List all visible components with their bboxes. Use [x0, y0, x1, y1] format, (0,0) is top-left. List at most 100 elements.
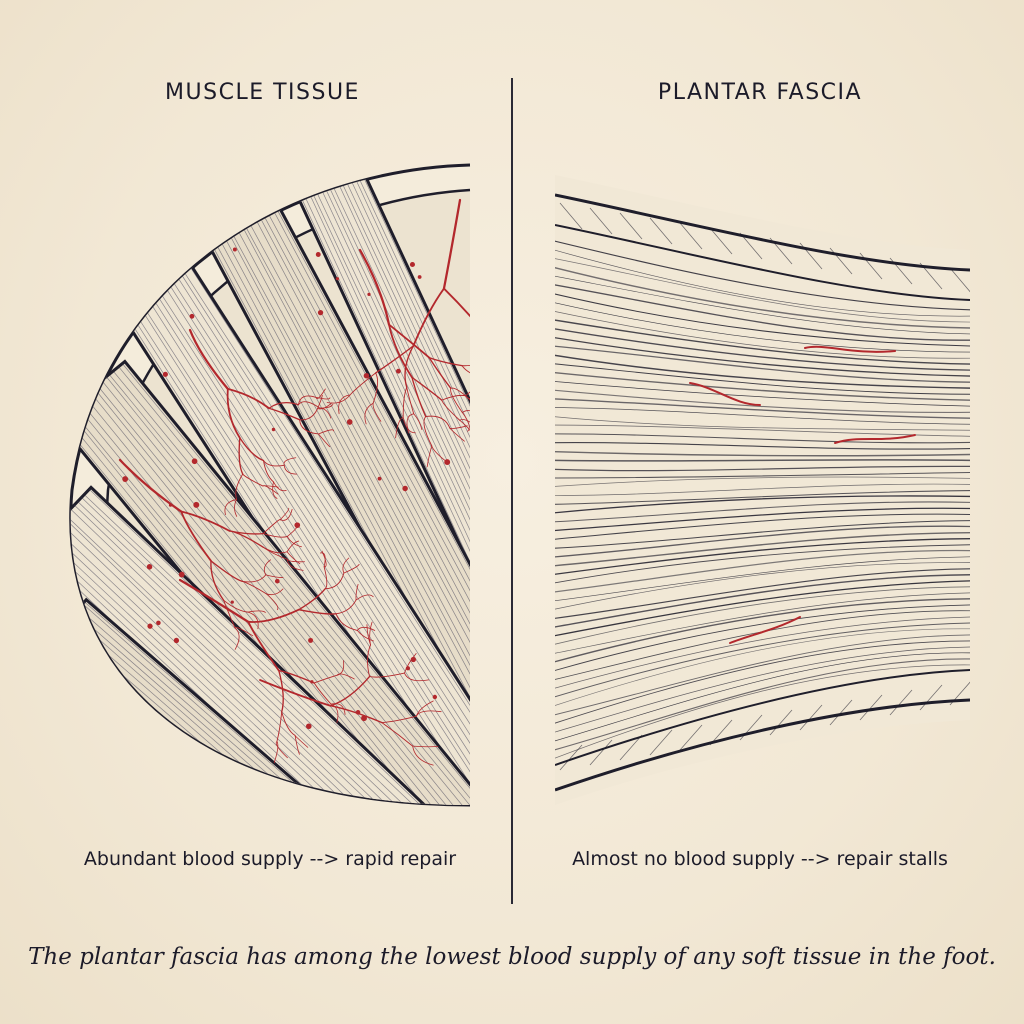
blood-vessel-branch: [279, 507, 290, 521]
blood-vessel-branch: [395, 417, 404, 439]
blood-vessel-branch: [356, 626, 376, 631]
blood-vessel-branch: [242, 473, 264, 487]
fascia-fiber-line: [555, 442, 970, 450]
blood-vessel-branch: [262, 533, 288, 538]
muscle-fiber-line: [104, 375, 470, 805]
sparse-blood-vessel: [729, 616, 801, 644]
blood-vessel-branch: [441, 394, 467, 401]
fascia-fiber-line: [555, 586, 970, 646]
blood-vessel-branch: [263, 460, 285, 467]
muscle-fiber-line: [227, 198, 470, 784]
blood-vessel-branch: [367, 644, 371, 678]
fascia-fiber-line: [555, 353, 970, 389]
capillary-dot: [180, 739, 185, 743]
blood-vessel-branch: [268, 401, 300, 409]
blood-vessel-branch: [315, 388, 326, 400]
plantar-fascia-title: PLANTAR FASCIA: [657, 80, 863, 105]
capillary-dot: [402, 485, 408, 492]
blood-vessel-branch: [298, 609, 337, 615]
fascia-fiber-line: [555, 310, 970, 359]
blood-vessel-branch: [411, 376, 427, 418]
capillary-dot: [361, 715, 367, 722]
capillary-dot: [405, 666, 411, 671]
muscle-fiber-line: [299, 165, 470, 727]
blood-vessel-branch: [247, 611, 259, 630]
blood-vessel-branch: [226, 388, 270, 410]
capillary-dot: [274, 578, 280, 584]
muscle-fiber-line: [287, 165, 470, 733]
fascia-fiber-line: [555, 574, 970, 629]
blood-vessel-branch: [247, 610, 266, 613]
blood-vessel-branch: [294, 734, 309, 748]
muscle-fiber-line: [214, 206, 470, 791]
muscle-tissue-title: MUSCLE TISSUE: [165, 80, 360, 105]
hatch-line: [769, 237, 793, 265]
fascia-fiber-line: [555, 658, 970, 752]
blood-vessel-branch: [329, 705, 383, 724]
fascia-fiber-line: [555, 274, 970, 335]
fascia-fiber-line: [555, 362, 970, 395]
fascia-fiber-line: [555, 415, 970, 431]
blood-vessel-branch: [366, 624, 371, 646]
blood-vessel-branch: [180, 510, 231, 532]
blood-vessel-branch: [297, 395, 317, 406]
blood-vessel-branch: [364, 402, 374, 425]
blood-vessel-branch: [355, 583, 359, 601]
capillary-dot: [178, 571, 185, 578]
muscle-fiber-line: [307, 165, 470, 721]
muscle-fiber-line: [70, 515, 470, 805]
fascia-fiber-line: [555, 549, 970, 594]
hatch-line: [889, 257, 913, 285]
blood-vessel-branch: [330, 703, 346, 715]
fascia-fiber-line: [555, 513, 970, 541]
muscle-fiber-line: [253, 187, 470, 767]
capillary-dot: [191, 458, 198, 465]
muscle-fiber-line: [70, 515, 470, 805]
blood-vessel-branch: [263, 460, 274, 483]
muscle-fiber-line: [160, 271, 470, 805]
blood-vessel-branch: [415, 700, 434, 717]
fascia-top-border: [555, 193, 970, 272]
muscle-fiber-line: [70, 536, 467, 805]
fascia-fiber-line: [555, 459, 970, 462]
blood-vessel-branch: [431, 445, 446, 461]
blood-vessel-branch: [355, 594, 374, 601]
blood-vessel-branch: [335, 613, 358, 631]
blood-vessel-branch: [342, 557, 350, 574]
blood-vessel-branch: [223, 599, 236, 629]
muscle-fiber-line: [295, 165, 470, 725]
blood-vessel-branch: [298, 588, 326, 611]
fascia-fiber-line: [555, 327, 970, 371]
muscle-fiber-line: [70, 520, 470, 805]
blood-vessel-branch: [406, 413, 415, 434]
fascia-fiber-line: [555, 318, 970, 365]
blood-vessel-branch: [241, 574, 267, 583]
fascia-fiber-line: [555, 520, 970, 549]
sparse-blood-vessel: [689, 382, 761, 406]
blood-vessel-branch: [449, 425, 468, 429]
muscle-fiber-line: [84, 601, 465, 805]
capillary-dot: [308, 637, 314, 643]
muscle-fiber-line: [291, 165, 470, 728]
blood-vessel-branch: [450, 387, 470, 402]
muscle-fiber-line: [165, 270, 470, 805]
blood-vessel-branch: [324, 572, 345, 590]
blood-vessel-branch: [465, 385, 470, 397]
blood-vessel-branch: [286, 558, 305, 563]
hatch-line: [889, 689, 913, 716]
blood-vessel-branch: [272, 481, 278, 499]
muscle-fiber-line: [323, 165, 470, 715]
capillary-dot: [122, 476, 129, 482]
capillary-dot: [173, 637, 180, 644]
capillary-dot: [128, 725, 132, 729]
blood-vessel-branch: [228, 530, 264, 535]
muscle-fiber-line: [283, 165, 470, 733]
blood-vessel-branch: [404, 672, 430, 682]
blood-vessel-branch: [283, 457, 297, 466]
blood-vessel-branch: [299, 407, 319, 421]
fascia-fiber-line: [555, 652, 970, 743]
capillary-dot: [305, 723, 312, 730]
fascia-top-border: [555, 224, 970, 301]
blood-vessel-branch: [319, 404, 334, 409]
muscle-fiber-line: [279, 165, 470, 736]
